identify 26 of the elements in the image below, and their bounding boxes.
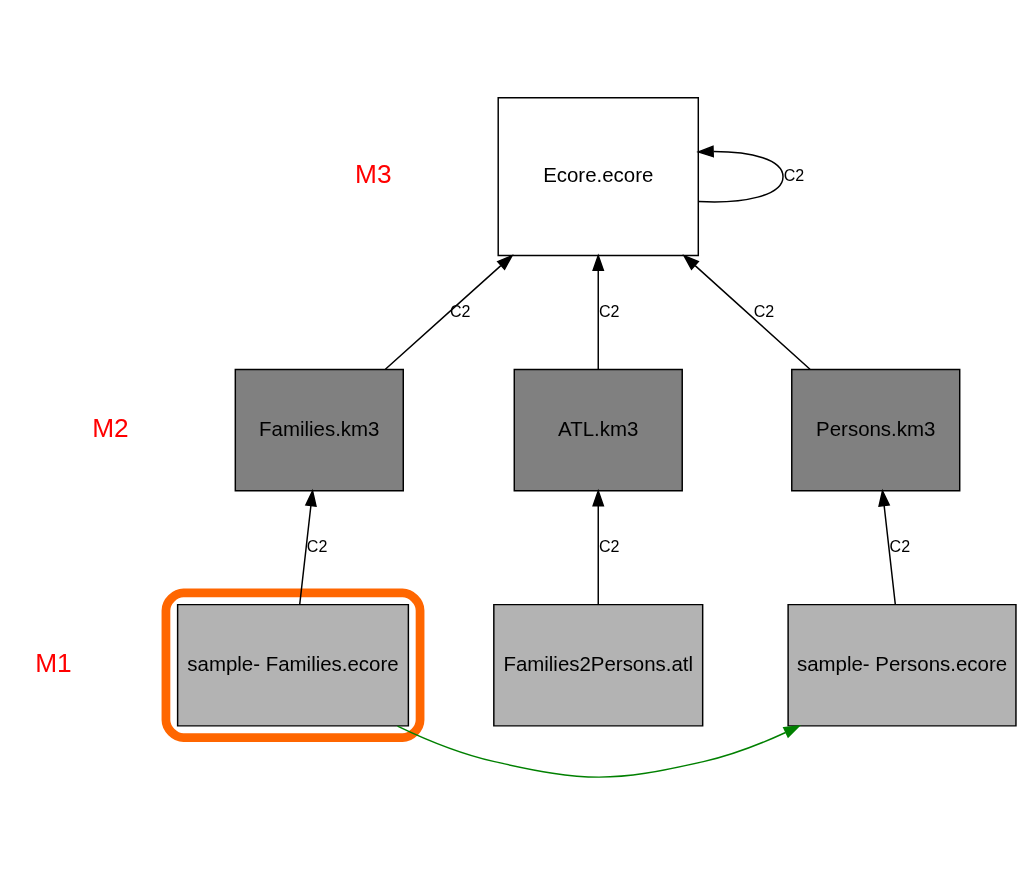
arrow	[696, 145, 784, 203]
edge-label: C2	[889, 536, 911, 555]
node-box: Persons.km3	[791, 368, 961, 492]
node-box: sample- Families.ecore	[176, 603, 410, 727]
node-box: ATL.km3	[513, 368, 683, 492]
node-box: Families2Persons.atl	[493, 603, 704, 727]
label: M2	[92, 412, 129, 443]
arrow	[878, 488, 897, 606]
arrow	[396, 725, 802, 778]
node-box: sample- Persons.ecore	[787, 603, 1017, 727]
node-box: Ecore.ecore	[497, 97, 699, 257]
arrow	[592, 488, 605, 606]
arrow	[682, 254, 811, 371]
edge-label: C2	[449, 301, 471, 320]
cluster	[161, 588, 425, 742]
node-box: Families.km3	[234, 368, 404, 492]
edge-label: C2	[306, 536, 328, 555]
edge-label: C2	[753, 301, 775, 320]
edge-label: C2	[783, 165, 805, 184]
edge-label: C2	[598, 301, 620, 320]
edge-label: C2	[598, 536, 620, 555]
label: M3	[355, 159, 392, 190]
arrow	[384, 254, 514, 371]
arrow	[298, 488, 317, 606]
arrow	[592, 253, 605, 371]
label: M1	[35, 647, 72, 678]
